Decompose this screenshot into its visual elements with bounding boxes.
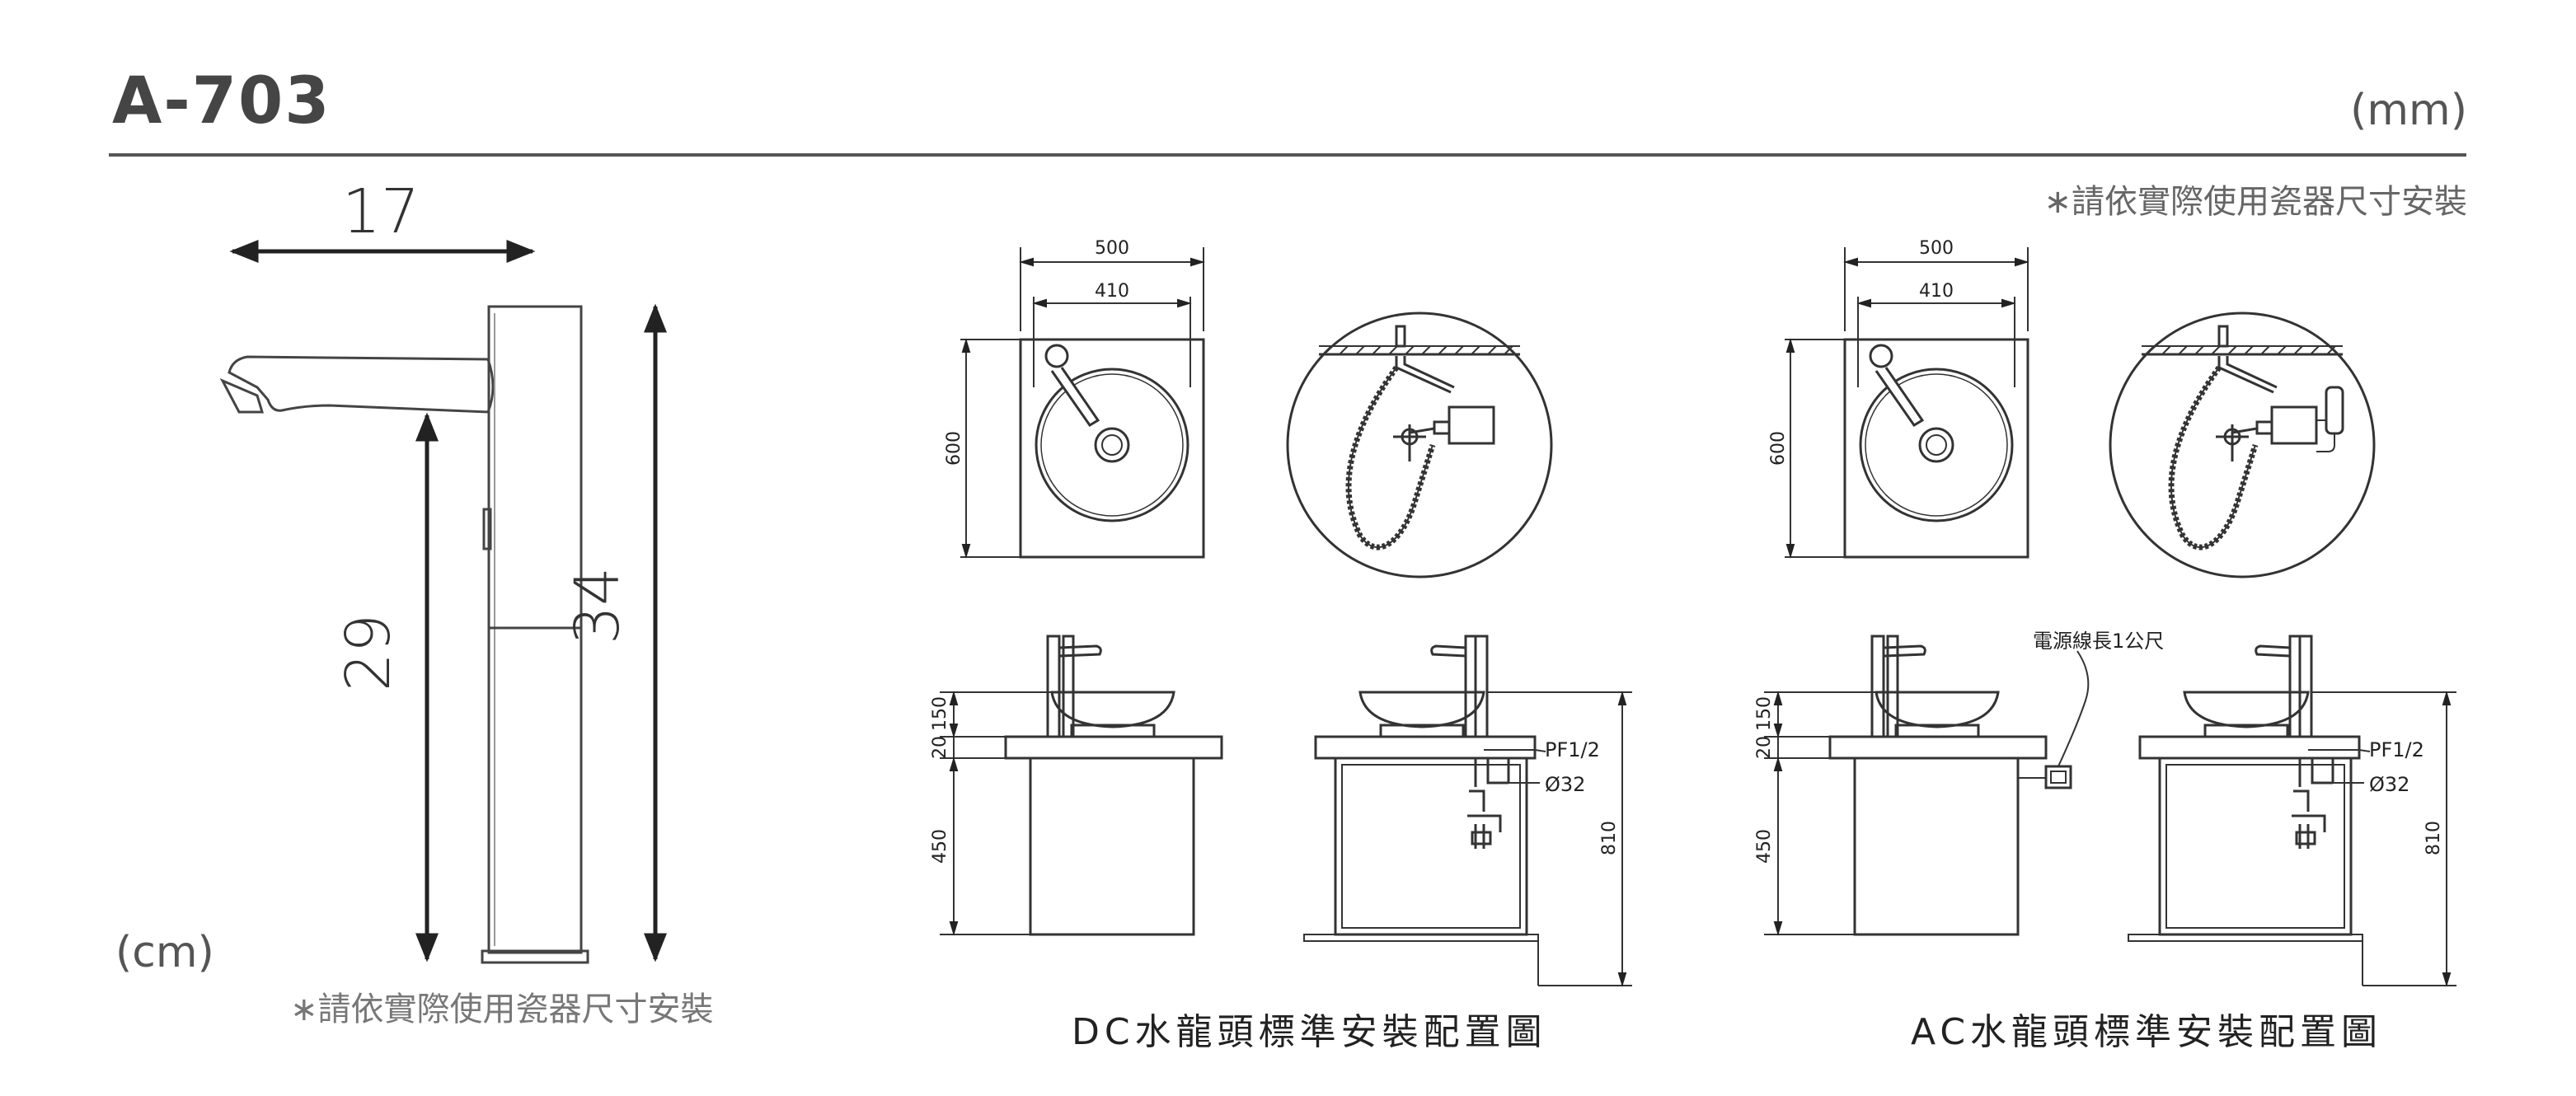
ac-cable-leader <box>2058 650 2090 767</box>
dc-braided-hose <box>1345 365 1436 550</box>
header-divider <box>109 153 2466 157</box>
dc-dim-810-label: 810 <box>1599 821 1620 855</box>
ac-cable-label: 電源線長1公尺 <box>2033 630 2164 653</box>
ac-top-view: 500 410 600 <box>1768 238 2029 559</box>
ac-braided-hose <box>2168 365 2259 550</box>
dc-diagram-caption: DC水龍頭標準安裝配置圖 <box>1072 1011 1547 1053</box>
ac-basin <box>1859 368 2014 522</box>
installation-note-top: ∗請依實際使用瓷器尺寸安裝 <box>2043 183 2467 221</box>
ac-drain <box>1918 427 1954 463</box>
ac-pipe-label: Ø32 <box>2369 773 2409 796</box>
ac-faucet-top <box>1869 344 1893 368</box>
dc-dim-450-label: 450 <box>930 829 950 864</box>
ac-dim-450-label: 450 <box>1754 829 1775 864</box>
unit-cm-label: (cm) <box>115 928 214 977</box>
dc-outer-width-label: 500 <box>1095 238 1129 259</box>
dc-front-counter <box>1004 735 1223 760</box>
dc-front-bowl <box>1050 691 1175 728</box>
ac-counter-outline <box>1843 338 2029 559</box>
ac-dim-810-label: 810 <box>2424 821 2444 855</box>
dc-pipe-label: Ø32 <box>1545 773 1585 796</box>
ac-wall-outlet <box>2044 765 2072 789</box>
faucet-base <box>481 949 589 964</box>
ac-depth-label: 600 <box>1768 431 1789 466</box>
dc-counter-outline <box>1019 338 1205 559</box>
dc-top-view: 500 410 600 <box>944 238 1205 559</box>
dc-control-box <box>1448 405 1495 445</box>
dc-front-view: 150 20 450 <box>930 635 1223 936</box>
dc-dim-20-label: 20 <box>930 736 950 759</box>
ac-dim-20-label: 20 <box>1754 736 1775 759</box>
unit-mm-label: (mm) <box>2350 86 2467 135</box>
faucet-body <box>487 305 583 954</box>
spout-dim-label: 17 <box>342 176 420 247</box>
ac-pf-label: PF1/2 <box>2369 738 2424 761</box>
total-height-label: 34 <box>562 567 633 644</box>
dc-depth-label: 600 <box>944 431 964 466</box>
ac-detail-circle <box>2109 311 2376 578</box>
dc-faucet-top <box>1044 344 1069 368</box>
model-title: A-703 <box>112 64 331 138</box>
dc-detail-circle <box>1286 311 1553 578</box>
ac-control-box <box>2270 405 2318 445</box>
dc-side-view: PF1/2 Ø32 810 <box>1303 635 1632 987</box>
ac-power-adapter <box>2325 386 2344 435</box>
ac-dim-150-label: 150 <box>1754 696 1775 731</box>
dc-side-plumbing <box>1467 758 1509 849</box>
ac-diagram-caption: AC水龍頭標準安裝配置圖 <box>1911 1011 2383 1053</box>
dc-drain <box>1094 427 1130 463</box>
faucet-side-view: 17 29 34 <box>219 176 667 964</box>
installation-note-bottom: ∗請依實際使用瓷器尺寸安裝 <box>290 991 714 1028</box>
dc-basin <box>1035 368 1189 522</box>
spout-height-label: 29 <box>333 614 404 691</box>
dc-side-cabinet <box>1334 756 1528 936</box>
ac-front-view: 150 20 450 <box>1754 635 2090 936</box>
ac-outer-width-label: 500 <box>1919 238 1954 259</box>
ac-side-view: PF1/2 Ø32 810 <box>2128 635 2456 987</box>
dc-side-counter <box>1314 735 1537 760</box>
dc-pf-label: PF1/2 <box>1545 738 1600 761</box>
dc-front-faucet <box>1046 635 1061 738</box>
ac-inner-width-label: 410 <box>1919 281 1954 302</box>
faucet-spout <box>228 355 495 414</box>
dc-dim-150-label: 150 <box>930 696 950 731</box>
dc-front-cabinet <box>1029 756 1195 936</box>
dc-inner-width-label: 410 <box>1095 281 1129 302</box>
faucet-sensor <box>482 508 492 550</box>
